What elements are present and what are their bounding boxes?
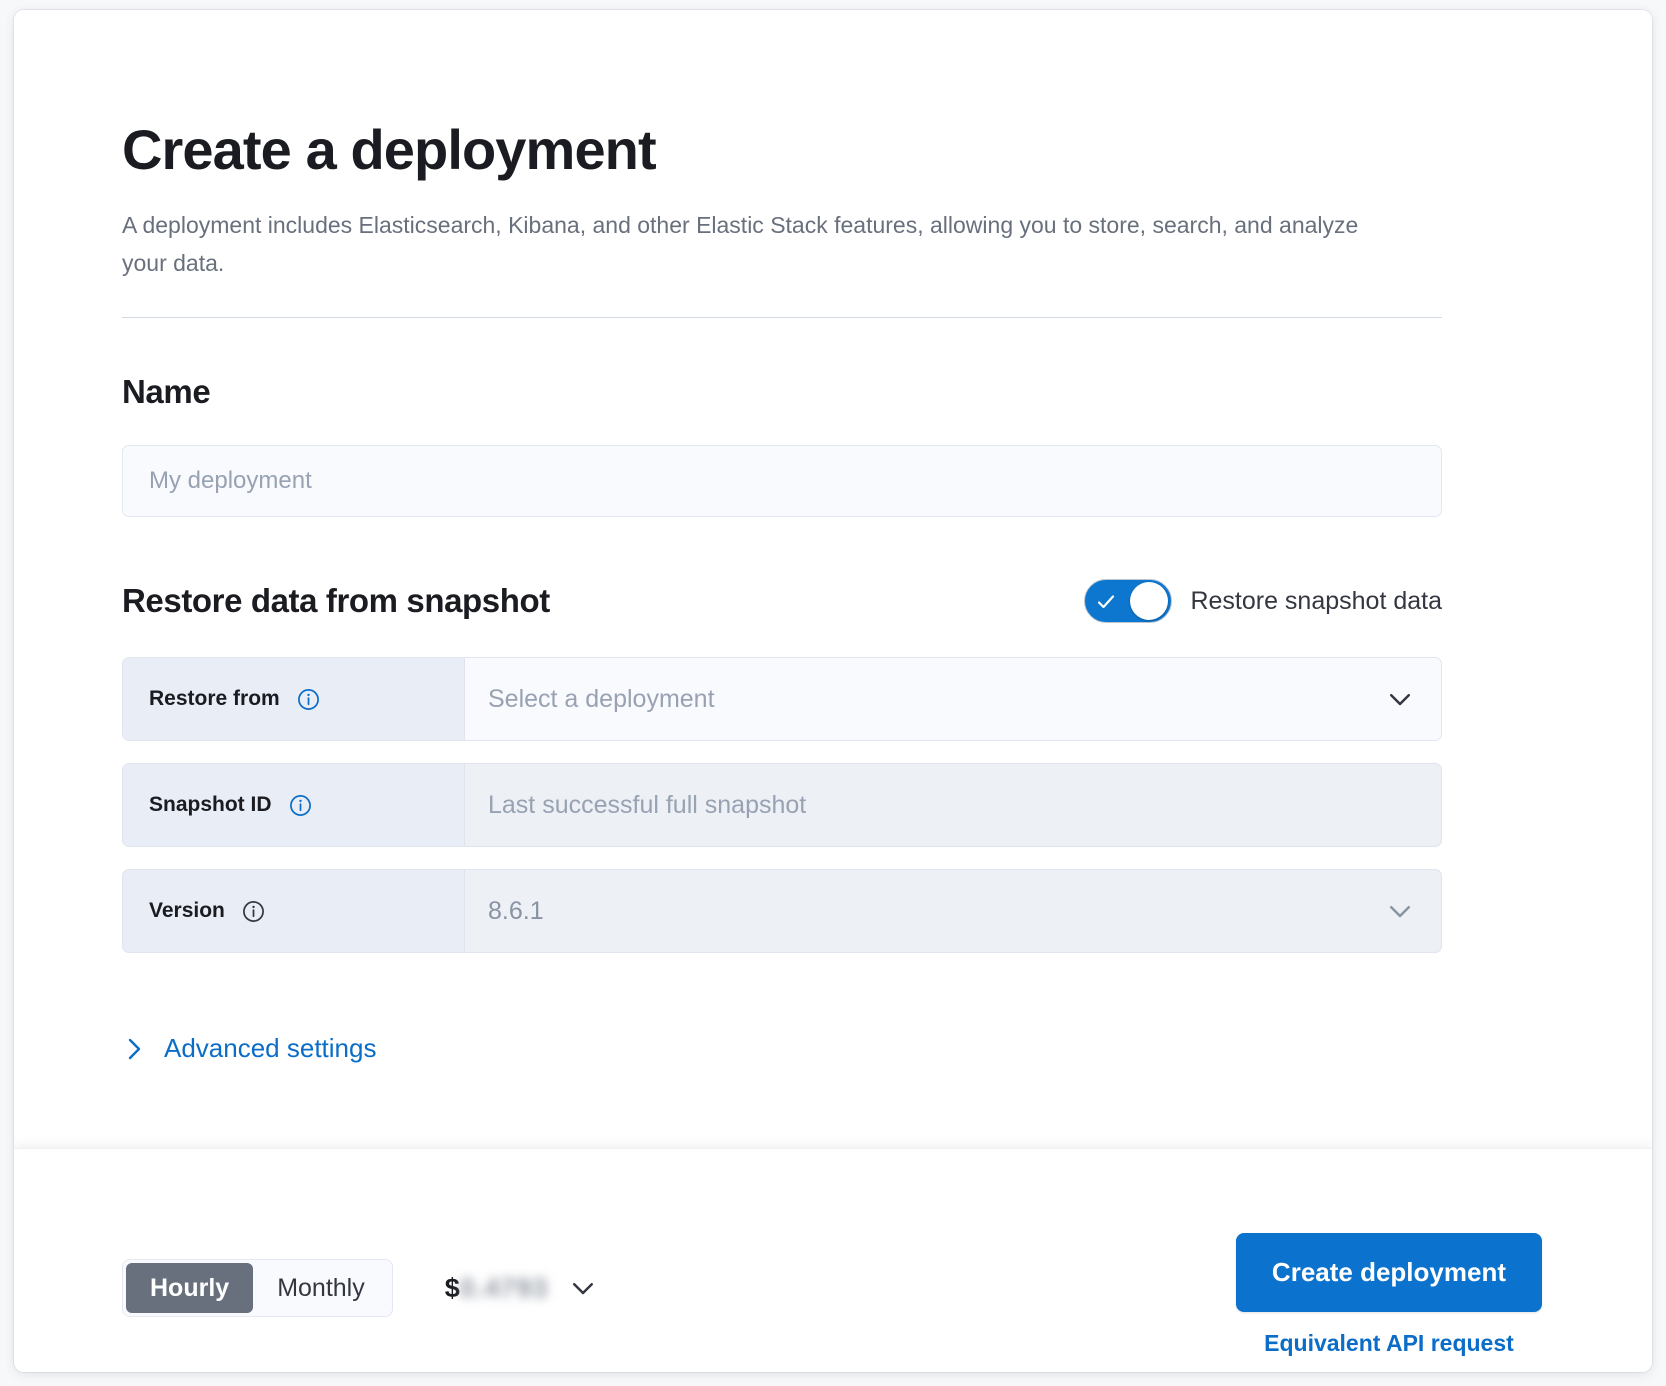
- restore-from-value: Select a deployment: [488, 684, 715, 713]
- version-row[interactable]: Version 8.6.1: [122, 869, 1442, 953]
- advanced-settings-label: Advanced settings: [164, 1033, 377, 1063]
- info-icon[interactable]: [289, 794, 312, 817]
- equivalent-api-request-link[interactable]: Equivalent API request: [1264, 1330, 1514, 1356]
- deployment-name-placeholder: My deployment: [149, 467, 312, 494]
- name-section: Name My deployment: [122, 373, 1652, 517]
- restore-snapshot-toggle-label: Restore snapshot data: [1190, 586, 1442, 615]
- footer-left-group: Hourly Monthly $ 0.4793: [122, 1259, 598, 1317]
- header-divider: [122, 317, 1442, 318]
- billing-period-toggle[interactable]: Hourly Monthly: [122, 1259, 393, 1317]
- chevron-right-icon: [128, 1038, 141, 1059]
- restore-section-header: Restore data from snapshot Restore snaps…: [122, 579, 1442, 623]
- version-label-cell: Version: [123, 870, 465, 952]
- version-value-cell[interactable]: 8.6.1: [465, 870, 1441, 952]
- price-display[interactable]: $ 0.4793: [445, 1273, 599, 1304]
- deployment-name-input[interactable]: My deployment: [122, 445, 1442, 517]
- page-title: Create a deployment: [122, 118, 657, 181]
- info-icon[interactable]: [297, 688, 320, 711]
- main-content: Create a deployment A deployment include…: [14, 10, 1652, 1148]
- restore-from-row[interactable]: Restore from Select a deployment: [122, 657, 1442, 741]
- price-text: $ 0.4793: [445, 1273, 549, 1304]
- advanced-settings-toggle[interactable]: Advanced settings: [122, 1033, 376, 1064]
- restore-heading: Restore data from snapshot: [122, 582, 550, 619]
- snapshot-id-label-cell: Snapshot ID: [123, 764, 465, 846]
- footer-right-group: Create deployment Equivalent API request: [1235, 1233, 1542, 1357]
- version-label: Version: [149, 899, 225, 922]
- price-amount: 0.4793: [459, 1272, 549, 1303]
- restore-from-label: Restore from: [149, 687, 280, 710]
- snapshot-id-value-cell[interactable]: Last successful full snapshot: [465, 764, 1441, 846]
- snapshot-id-label: Snapshot ID: [149, 793, 272, 816]
- billing-option-hourly[interactable]: Hourly: [126, 1263, 254, 1313]
- billing-option-monthly[interactable]: Monthly: [277, 1273, 365, 1302]
- restore-snapshot-toggle[interactable]: [1084, 579, 1173, 623]
- version-value: 8.6.1: [488, 896, 544, 925]
- chevron-down-icon[interactable]: [1385, 896, 1415, 926]
- snapshot-id-value: Last successful full snapshot: [488, 790, 807, 819]
- chevron-down-icon[interactable]: [1385, 684, 1415, 714]
- create-deployment-button[interactable]: Create deployment: [1235, 1233, 1542, 1312]
- currency-symbol: $: [444, 1272, 460, 1303]
- check-icon: [1098, 595, 1115, 609]
- restore-snapshot-toggle-group[interactable]: Restore snapshot data: [1084, 579, 1442, 623]
- toggle-knob: [1130, 582, 1169, 620]
- footer-bar: Hourly Monthly $ 0.4793 Create deploymen…: [14, 1148, 1652, 1372]
- restore-from-value-cell[interactable]: Select a deployment: [465, 658, 1441, 740]
- info-icon[interactable]: [242, 900, 265, 923]
- page-subtitle: A deployment includes Elasticsearch, Kib…: [122, 212, 1359, 276]
- deployment-create-card: Create a deployment A deployment include…: [14, 10, 1652, 1372]
- name-heading: Name: [122, 373, 211, 410]
- chevron-down-icon[interactable]: [568, 1273, 598, 1303]
- restore-from-label-cell: Restore from: [123, 658, 465, 740]
- restore-form-rows: Restore from Select a deployment: [122, 657, 1652, 953]
- snapshot-id-row[interactable]: Snapshot ID Last successful full snapsho…: [122, 763, 1442, 847]
